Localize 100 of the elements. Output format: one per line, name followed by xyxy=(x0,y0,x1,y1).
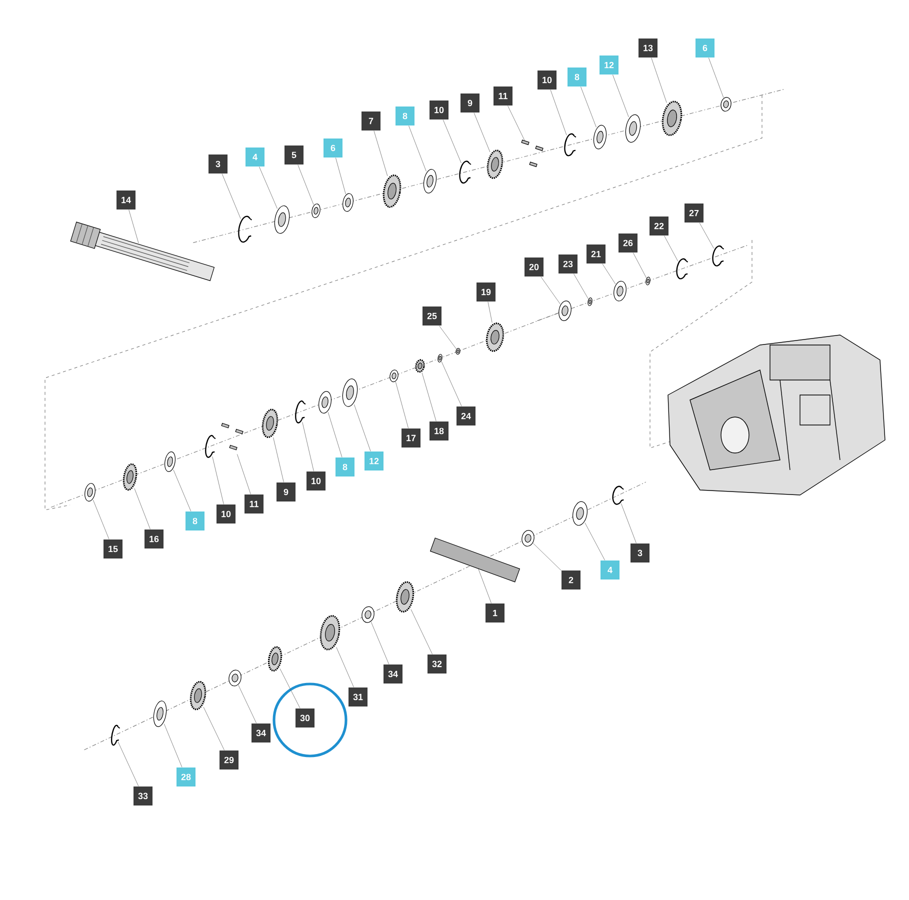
leader-line xyxy=(280,668,300,708)
gear-drawing xyxy=(486,150,504,179)
gear-drawing xyxy=(396,581,414,613)
callout-number: 26 xyxy=(618,234,638,252)
leader-line xyxy=(612,74,629,118)
bearing-drawing xyxy=(318,391,332,414)
callout-number: 6 xyxy=(324,138,342,158)
callout-number: 11 xyxy=(244,494,264,514)
leader-line xyxy=(236,454,251,494)
snap-ring-drawing xyxy=(111,724,119,746)
gear-drawing xyxy=(415,359,425,373)
gear-drawing xyxy=(662,100,682,136)
leader-line xyxy=(374,130,388,176)
bearing-drawing xyxy=(646,276,650,286)
bearing-drawing xyxy=(423,169,437,194)
leader-line xyxy=(664,236,678,262)
callout-number: 3 xyxy=(208,154,228,174)
callout-number: 11 xyxy=(494,86,512,106)
callout-number: 28 xyxy=(176,768,196,786)
bearing-drawing xyxy=(342,193,354,212)
snap-ring-drawing xyxy=(612,486,624,505)
leader-line xyxy=(488,302,492,323)
callout-number: 25 xyxy=(422,306,442,326)
callout-number: 19 xyxy=(476,282,496,302)
snap-ring-drawing xyxy=(676,258,688,280)
leader-line xyxy=(298,164,314,205)
callout-number: 23 xyxy=(558,254,578,274)
leader-line xyxy=(336,158,346,194)
callout-number: 6 xyxy=(696,38,714,58)
bearing-drawing xyxy=(456,348,460,355)
leader-line xyxy=(620,503,636,544)
leader-line xyxy=(602,264,616,284)
callout-number: 17 xyxy=(402,428,420,448)
leader-line xyxy=(422,372,436,422)
leader-line xyxy=(259,166,278,209)
snap-ring-drawing xyxy=(205,435,215,458)
callout-number: 16 xyxy=(144,530,164,548)
gear-drawing xyxy=(122,463,138,491)
bearing-drawing xyxy=(558,300,572,321)
bearing-drawing xyxy=(164,452,176,472)
leader-line xyxy=(203,706,224,750)
bearing-drawing xyxy=(522,530,534,547)
bearing-drawing xyxy=(614,280,626,302)
callout-number: 10 xyxy=(430,100,448,120)
callout-number: 20 xyxy=(524,258,544,276)
leader-line xyxy=(651,58,667,103)
leader-line xyxy=(173,469,192,512)
snap-ring-drawing xyxy=(295,400,305,424)
bearing-drawing xyxy=(153,700,167,727)
gear-drawing xyxy=(268,646,282,672)
bearing-drawing xyxy=(588,298,592,306)
gear-drawing xyxy=(382,174,402,208)
leader-line xyxy=(442,120,462,164)
leader-line xyxy=(395,382,409,428)
snap-ring-drawing xyxy=(238,216,252,243)
gear-drawing xyxy=(320,615,340,650)
callout-number: 2 xyxy=(562,570,580,590)
callout-number: 4 xyxy=(246,148,264,166)
leader-line xyxy=(328,412,342,458)
leader-line xyxy=(441,361,462,406)
callout-number: 12 xyxy=(600,56,618,74)
callout-number: 24 xyxy=(456,406,476,426)
callout-number: 30 xyxy=(296,708,314,728)
bearing-drawing xyxy=(593,124,607,150)
bearing-drawing xyxy=(84,483,96,502)
bearing-drawing xyxy=(228,670,242,686)
callout-number: 8 xyxy=(336,458,354,476)
callout-number: 31 xyxy=(348,688,368,706)
callout-number: 10 xyxy=(538,70,556,90)
callout-number: 9 xyxy=(276,482,296,502)
leader-line xyxy=(222,174,241,219)
leader-line xyxy=(354,404,371,452)
shaft-drawing xyxy=(70,222,215,282)
bearing-drawing xyxy=(274,205,290,234)
leader-line xyxy=(164,724,182,768)
callout-number: 5 xyxy=(284,146,304,164)
bearing-drawing xyxy=(390,370,398,382)
bearing-drawing xyxy=(720,97,732,112)
gear-drawing xyxy=(262,408,278,438)
callout-number: 10 xyxy=(306,472,326,490)
leader-line xyxy=(540,276,560,304)
callout-number: 32 xyxy=(428,654,446,674)
bearing-drawing xyxy=(342,378,358,407)
leader-line xyxy=(474,112,490,152)
leader-line xyxy=(92,500,110,540)
leader-line xyxy=(238,684,257,724)
leader-line xyxy=(336,646,354,688)
callout-number: 9 xyxy=(460,94,480,112)
leader-line xyxy=(118,742,139,786)
bearing-drawing xyxy=(312,204,320,218)
leader-line xyxy=(370,622,390,664)
snap-ring-drawing xyxy=(564,133,576,156)
gear-drawing xyxy=(190,680,206,710)
leader-line xyxy=(302,422,314,472)
snap-ring-drawing xyxy=(712,245,724,266)
leader-line xyxy=(410,609,433,654)
leader-line xyxy=(273,437,284,482)
callout-number: 1 xyxy=(486,604,504,622)
callout-number: 27 xyxy=(684,204,704,222)
callout-number: 21 xyxy=(586,244,606,264)
